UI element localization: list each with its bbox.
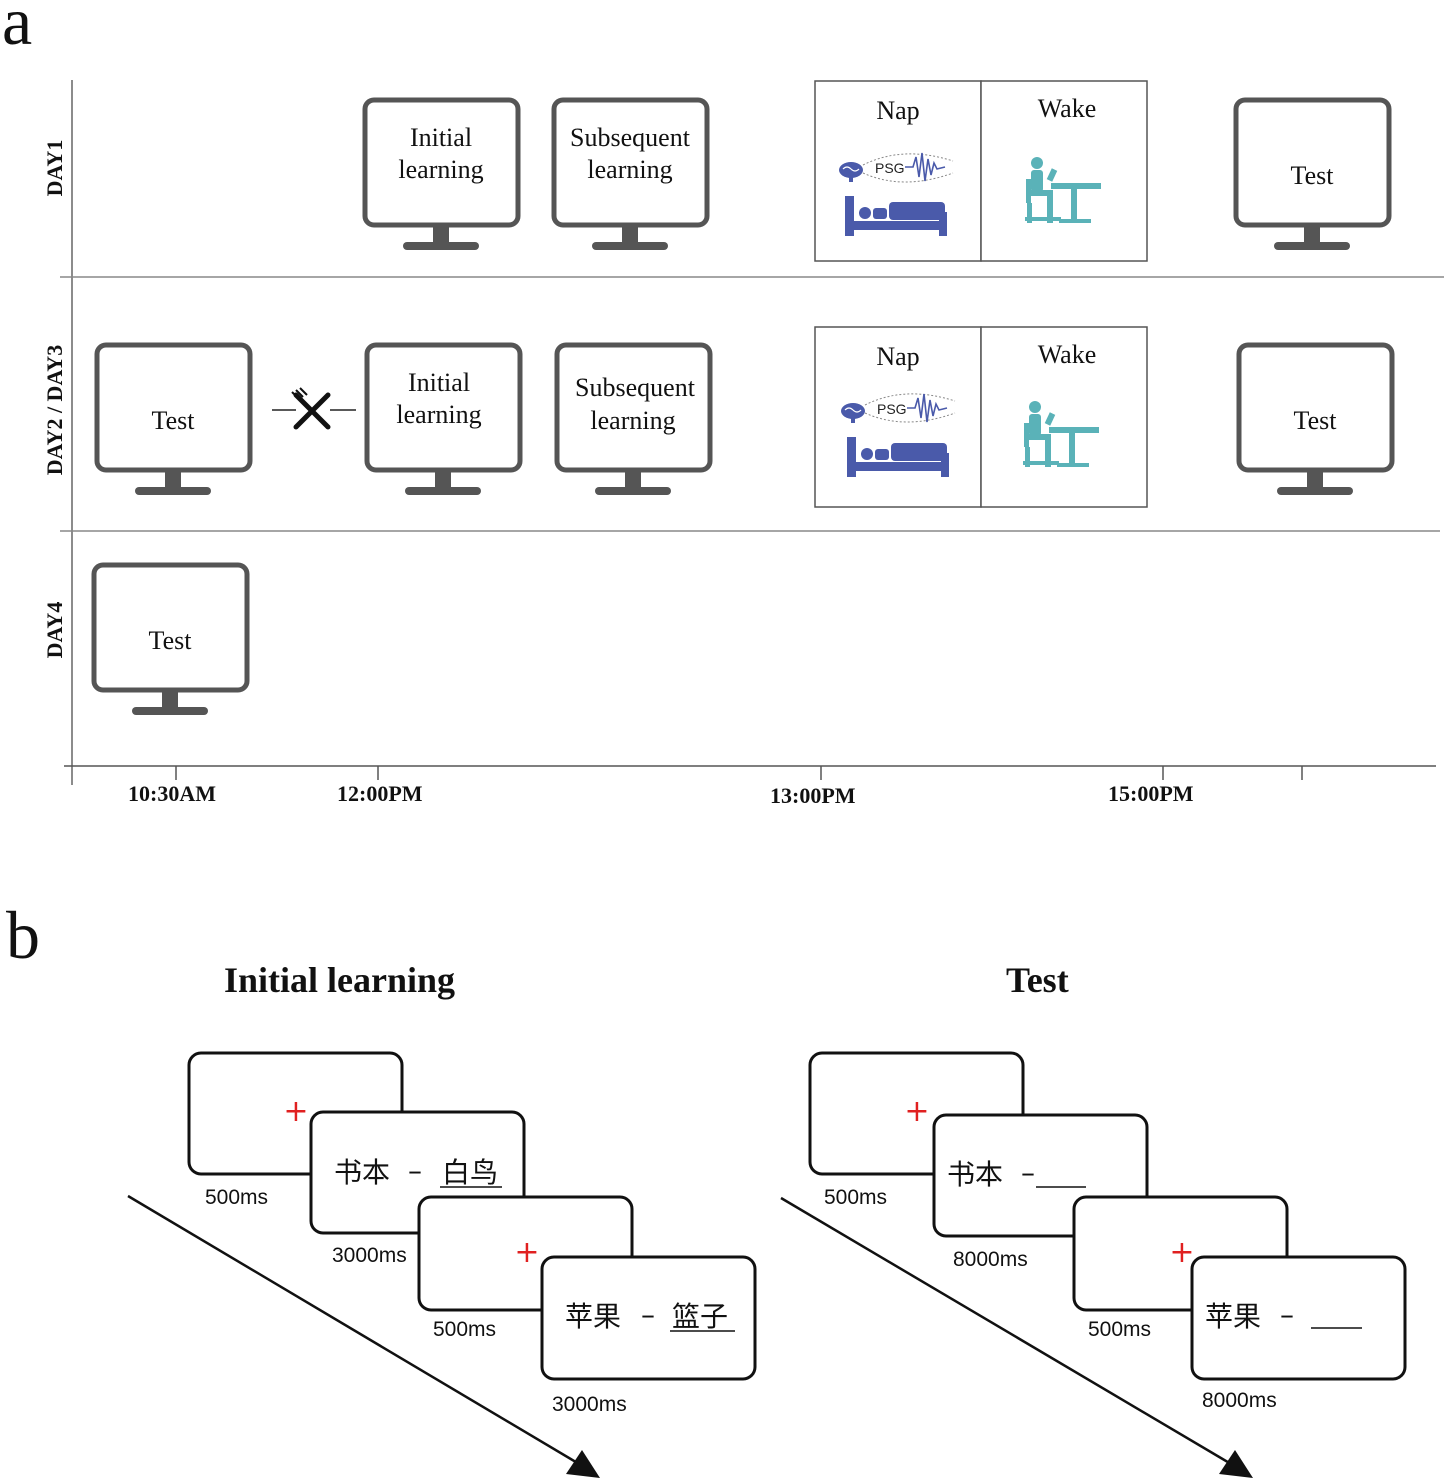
time-label: 15:00PM bbox=[1108, 781, 1194, 806]
psg-label: PSG bbox=[875, 160, 905, 176]
time-label: 13:00PM bbox=[770, 783, 856, 808]
duration-label: 8000ms bbox=[1202, 1389, 1277, 1412]
fork-knife-icon bbox=[272, 387, 356, 430]
monitor-text: Subsequent bbox=[570, 123, 691, 152]
day-label: DAY2 / DAY3 bbox=[42, 345, 67, 475]
monitor-text: Subsequent bbox=[575, 373, 696, 402]
monitor-text: Test bbox=[1294, 406, 1338, 435]
time-arrow bbox=[780, 1196, 1249, 1476]
arrow-head bbox=[1219, 1450, 1253, 1478]
psg-label: PSG bbox=[877, 401, 907, 417]
monitor-text: learning bbox=[587, 155, 672, 184]
monitor-subsequent-learning: Subsequent learning bbox=[554, 100, 707, 250]
monitor-initial-learning: Initial learning bbox=[367, 345, 520, 495]
fixation-cross: + bbox=[1169, 1235, 1194, 1270]
monitor-subsequent-learning: Subsequent learning bbox=[557, 345, 710, 495]
pair-dash: – bbox=[1280, 1298, 1294, 1331]
time-label: 12:00PM bbox=[337, 781, 423, 806]
pair-dash: – bbox=[1021, 1156, 1035, 1189]
duration-label: 3000ms bbox=[332, 1244, 407, 1267]
target-word: 篮子 bbox=[672, 1300, 728, 1333]
monitor-text: Test bbox=[152, 406, 196, 435]
monitor-test: Test bbox=[94, 565, 247, 715]
monitor-text: learning bbox=[398, 155, 483, 184]
fixation-cross: + bbox=[904, 1094, 929, 1129]
test-title: Test bbox=[1006, 960, 1069, 1000]
time-label: 10:30AM bbox=[128, 781, 216, 806]
screen-cue-only: 苹果 – bbox=[1190, 1255, 1407, 1381]
wake-title: Wake bbox=[1038, 340, 1097, 369]
monitor-test: Test bbox=[1239, 345, 1392, 495]
day-label: DAY4 bbox=[42, 602, 67, 659]
monitor-text: Initial bbox=[410, 123, 472, 152]
monitor-text: learning bbox=[590, 406, 675, 435]
wake-box: Wake bbox=[980, 326, 1148, 508]
cue-word: 苹果 bbox=[565, 1300, 621, 1333]
monitor-text: Initial bbox=[408, 368, 470, 397]
wake-title: Wake bbox=[1038, 94, 1097, 123]
panel-a-letter: a bbox=[2, 0, 32, 59]
time-arrow bbox=[127, 1194, 597, 1476]
cue-word: 书本 bbox=[334, 1156, 390, 1189]
target-word: 白鸟 bbox=[442, 1156, 498, 1189]
nap-title: Nap bbox=[876, 342, 919, 371]
fixation-cross: + bbox=[283, 1094, 308, 1129]
screen-word-pair: 苹果 – 篮子 bbox=[540, 1255, 757, 1381]
monitor-text: Test bbox=[149, 626, 193, 655]
nap-box: Nap PSG bbox=[814, 80, 982, 262]
monitor-test: Test bbox=[97, 345, 250, 495]
monitor-text: Test bbox=[1291, 161, 1335, 190]
pair-dash: – bbox=[408, 1154, 422, 1187]
cue-word: 书本 bbox=[947, 1158, 1003, 1191]
panel-b-letter: b bbox=[6, 897, 40, 973]
monitor-text: learning bbox=[396, 400, 481, 429]
duration-label: 3000ms bbox=[552, 1393, 627, 1416]
nap-title: Nap bbox=[876, 96, 919, 125]
initial-learning-title: Initial learning bbox=[224, 960, 455, 1000]
monitor-initial-learning: Initial learning bbox=[365, 100, 518, 250]
arrow-head bbox=[566, 1450, 600, 1478]
duration-label: 8000ms bbox=[953, 1248, 1028, 1271]
duration-label: 500ms bbox=[205, 1186, 268, 1209]
duration-label: 500ms bbox=[1088, 1318, 1151, 1341]
cue-word: 苹果 bbox=[1205, 1300, 1261, 1333]
wake-box: Wake bbox=[980, 80, 1148, 262]
duration-label: 500ms bbox=[824, 1186, 887, 1209]
nap-box: Nap PSG bbox=[814, 326, 982, 508]
duration-label: 500ms bbox=[433, 1318, 496, 1341]
day-label: DAY1 bbox=[42, 140, 67, 197]
fixation-cross: + bbox=[514, 1235, 539, 1270]
monitor-test: Test bbox=[1236, 100, 1389, 250]
pair-dash: – bbox=[641, 1298, 655, 1331]
